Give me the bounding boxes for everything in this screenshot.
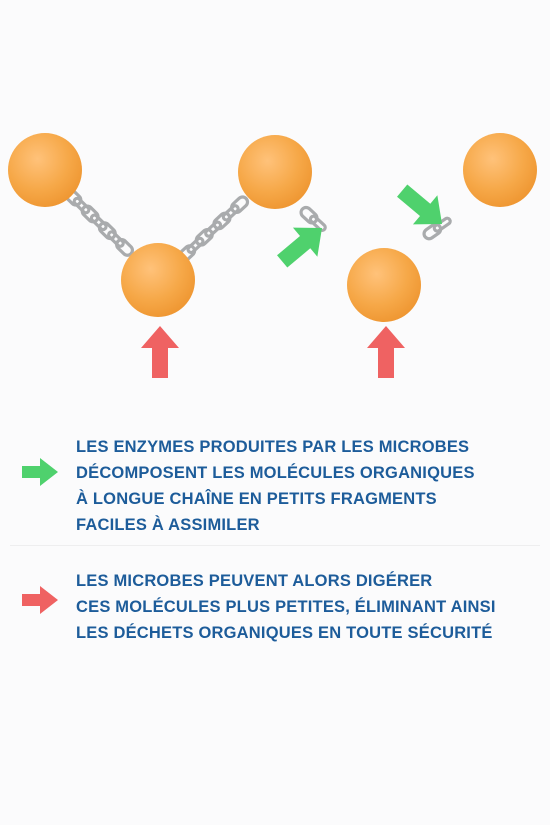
chain-link [230, 195, 250, 215]
green-arrow-icon [22, 458, 58, 486]
molecule-ball [347, 248, 421, 322]
molecule-diagram [8, 133, 537, 378]
chain-link [194, 227, 214, 247]
legend-line: À LONGUE CHAÎNE EN PETITS FRAGMENTS [76, 490, 437, 508]
red-arrow-icon [141, 326, 179, 378]
legend-enzymes: LES ENZYMES PRODUITES PAR LES MICROBES D… [0, 432, 550, 534]
diagram-arrows [141, 184, 442, 378]
red-arrow-icon [22, 586, 58, 614]
legend-line: DÉCOMPOSENT LES MOLÉCULES ORGANIQUES [76, 464, 475, 482]
chain-link [107, 230, 125, 248]
molecule-ball [121, 243, 195, 317]
legend-line: FACILES À ASSIMILER [76, 516, 260, 534]
chain-link [115, 238, 135, 257]
chain-link [89, 213, 108, 232]
chain-link [422, 222, 443, 241]
legend-microbes: LES MICROBES PEUVENT ALORS DIGÉRER CES M… [0, 568, 550, 648]
molecule-ball [8, 133, 82, 207]
legend-line: LES DÉCHETS ORGANIQUES EN TOUTE SÉCURITÉ [76, 624, 493, 642]
legend-line: LES ENZYMES PRODUITES PAR LES MICROBES [76, 438, 470, 456]
arrow-shape [277, 227, 322, 268]
divider [10, 545, 540, 546]
chain-link [212, 211, 232, 231]
molecule-ball [238, 135, 312, 209]
legend-line: CES MOLÉCULES PLUS PETITES, ÉLIMINANT AI… [76, 598, 496, 616]
chain-link [186, 236, 205, 255]
legend-line: LES MICROBES PEUVENT ALORS DIGÉRER [76, 572, 433, 590]
legend-microbes-text: LES MICROBES PEUVENT ALORS DIGÉRER CES M… [76, 568, 496, 646]
chain-link [72, 196, 91, 215]
red-arrow-icon [367, 326, 405, 378]
chain-link [204, 220, 223, 238]
chain-link [308, 214, 327, 233]
chain-link [80, 204, 100, 224]
chain-link [97, 221, 117, 241]
chain-links [63, 187, 452, 263]
molecules [8, 133, 537, 322]
chain-segment [63, 187, 135, 257]
arrow-shape [367, 326, 405, 378]
legend-enzymes-text: LES ENZYMES PRODUITES PAR LES MICROBES D… [76, 434, 475, 538]
chain-link [221, 204, 240, 222]
molecule-ball [463, 133, 537, 207]
arrow-shape [141, 326, 179, 378]
chain-segment [177, 195, 250, 263]
green-arrow-icon [397, 184, 442, 225]
chain-link [299, 205, 319, 225]
green-arrow-icon [277, 227, 322, 268]
chain-segment [299, 205, 327, 233]
arrow-shape [397, 184, 442, 225]
